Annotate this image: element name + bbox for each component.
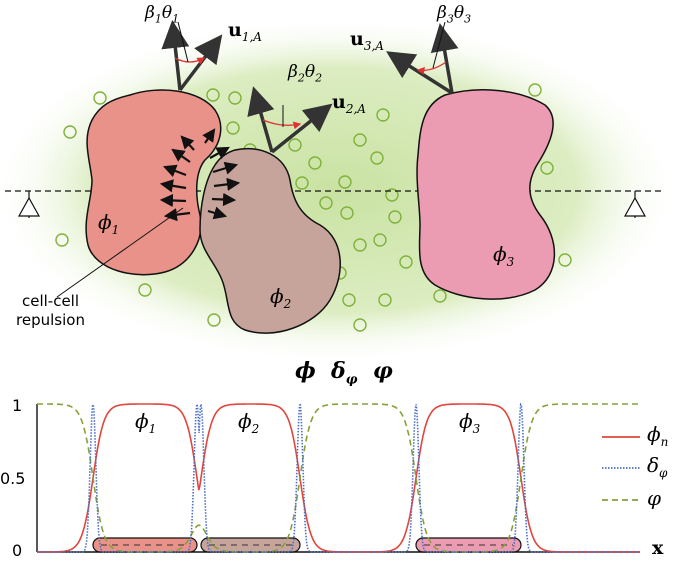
- angle-arcs: [174, 57, 447, 130]
- leader-lines: [56, 21, 446, 298]
- section-marker-left: [17, 191, 41, 218]
- section-marker-right: [623, 191, 647, 218]
- plot-cell-label-1: ϕ1: [135, 409, 157, 436]
- plot-cell-label-2: ϕ2: [238, 409, 260, 436]
- cell-3: [416, 89, 556, 300]
- x-axis-label: x: [652, 537, 664, 559]
- cell-label-3: ϕ3: [493, 242, 515, 269]
- velocity-label-3: u3,A: [350, 28, 384, 53]
- ytick-1: 1: [12, 396, 23, 415]
- angle-label-3: β3θ3: [437, 3, 472, 26]
- top-panel: [0, 15, 680, 365]
- plot-cell-blob-2: [200, 537, 301, 553]
- angle-label-2: β2θ2: [288, 62, 323, 85]
- angle-label-1: β1θ1: [145, 3, 180, 26]
- plot-cell-label-3: ϕ3: [459, 409, 481, 436]
- cell-label-2: ϕ2: [270, 284, 292, 311]
- legend-varphi: φ: [647, 486, 662, 510]
- velocity-label-2: u2,A: [332, 91, 366, 116]
- legend-delta-phi: δφ: [647, 453, 668, 480]
- plot-layer: [37, 402, 640, 553]
- middle-title: ϕ δφ φ: [295, 358, 393, 388]
- velocity-label-1: u1,A: [228, 19, 262, 44]
- repulsion-arrows: [159, 128, 241, 222]
- series-delta-phi: [37, 402, 640, 553]
- cell-label-1: ϕ1: [98, 210, 120, 237]
- legend-phi-n: ϕn: [647, 422, 669, 449]
- ytick-05: 0.5: [0, 469, 26, 488]
- series-varphi: [37, 403, 640, 553]
- ytick-0: 0: [12, 541, 23, 560]
- repulsion-label: cell-cell repulsion: [16, 292, 85, 329]
